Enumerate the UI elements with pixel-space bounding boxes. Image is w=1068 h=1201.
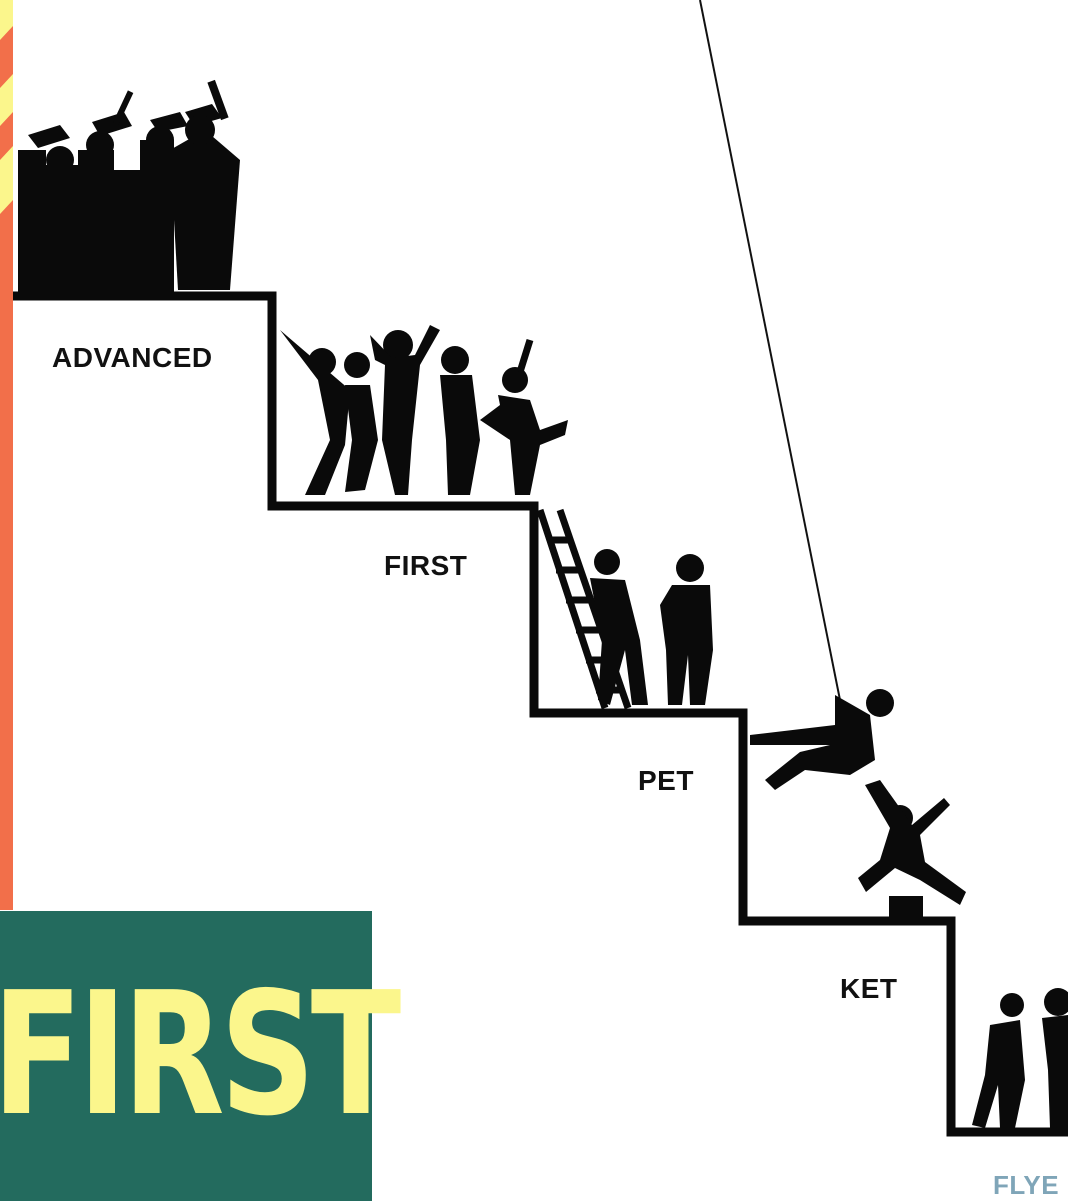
men-silhouette [590, 549, 713, 705]
level-label-flyers: FLYE [993, 1170, 1059, 1201]
jumping-group-silhouette [280, 325, 568, 495]
climber-silhouette [750, 689, 894, 790]
level-label-ket: KET [840, 973, 898, 1005]
jumping-boy-silhouette [858, 780, 966, 921]
graduates-silhouette [18, 80, 240, 292]
level-label-advanced: ADVANCED [52, 342, 213, 374]
title-text: FIRST [0, 955, 397, 1155]
chevron-decoration [0, 0, 13, 214]
level-label-first: FIRST [384, 550, 467, 582]
level-label-pet: PET [638, 765, 694, 797]
rope [700, 0, 840, 700]
kids-silhouette [972, 988, 1068, 1128]
